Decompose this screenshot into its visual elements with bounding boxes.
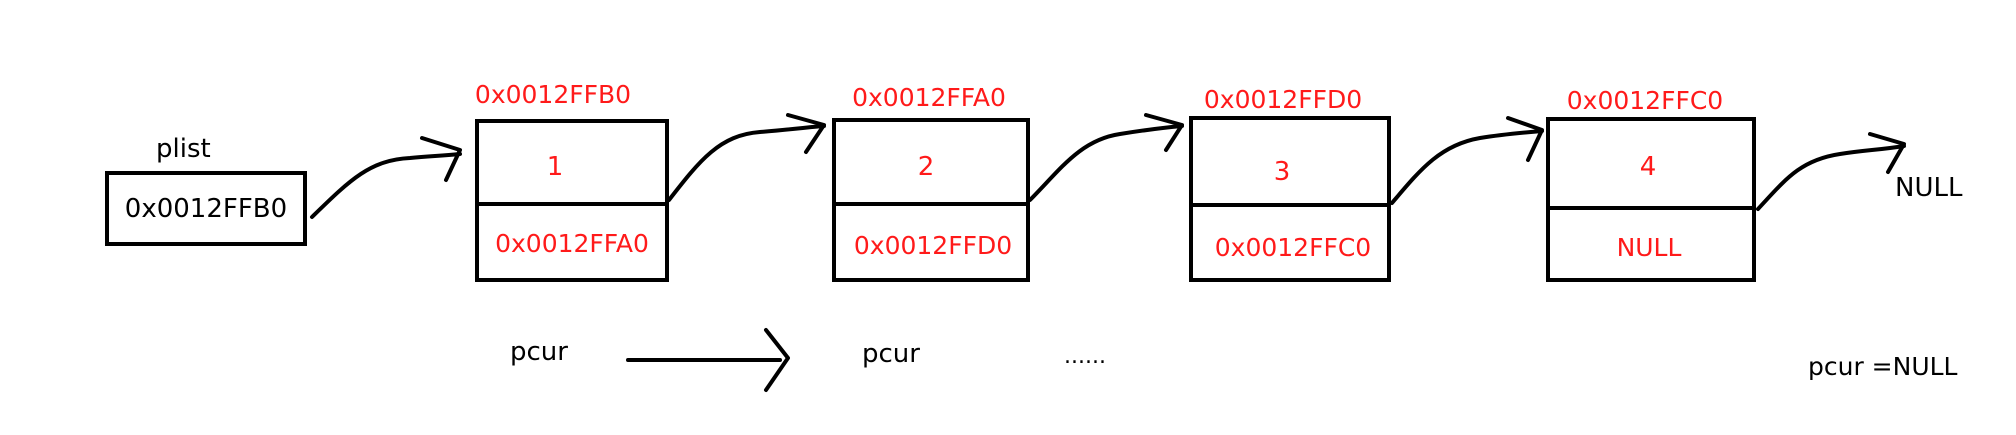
- arrowhead-node-3-to-node-4: [1506, 116, 1544, 162]
- arrowhead-node-4-to-null: [1868, 132, 1906, 174]
- null-terminal-label: NULL: [1895, 173, 1963, 203]
- list-node-2: 0x0012FFA0 2 0x0012FFD0: [832, 83, 1030, 282]
- arrow-node-2-to-node-3: [1028, 124, 1184, 202]
- node-1-next: 0x0012FFA0: [495, 229, 649, 258]
- list-node-1: 0x0012FFB0 1 0x0012FFA0: [475, 80, 669, 282]
- pcur-start-label: pcur: [510, 337, 568, 367]
- plist-value: 0x0012FFB0: [125, 194, 287, 224]
- node-2-address: 0x0012FFA0: [852, 83, 1006, 112]
- node-2-next: 0x0012FFD0: [854, 231, 1012, 260]
- plist-label: plist: [156, 134, 211, 164]
- traversal-arrowhead: [764, 328, 790, 392]
- arrowhead-node-1-to-node-2: [786, 113, 826, 154]
- pcur-null-label: pcur =NULL: [1808, 352, 1958, 381]
- arrowhead-plist-to-node-1: [420, 136, 462, 182]
- node-3-box: [1189, 116, 1391, 282]
- node-4-address: 0x0012FFC0: [1567, 86, 1723, 115]
- node-4-box: [1546, 117, 1756, 282]
- node-4-data: 4: [1640, 152, 1657, 182]
- arrow-plist-to-node-1: [310, 152, 462, 219]
- ellipsis-label: ......: [1064, 344, 1106, 369]
- node-2-data: 2: [918, 152, 935, 182]
- node-3-next: 0x0012FFC0: [1215, 233, 1371, 262]
- plist-box: [105, 171, 307, 246]
- node-1-address: 0x0012FFB0: [475, 80, 631, 109]
- arrow-node-4-to-null: [1756, 144, 1906, 211]
- node-1-box: [475, 119, 669, 282]
- list-node-3: 0x0012FFD0 3 0x0012FFC0: [1189, 85, 1391, 282]
- arrow-node-1-to-node-2: [667, 124, 826, 202]
- node-3-address: 0x0012FFD0: [1204, 85, 1362, 114]
- arrowhead-node-2-to-node-3: [1144, 113, 1184, 152]
- node-1-data: 1: [547, 152, 564, 182]
- node-4-next: NULL: [1617, 233, 1682, 262]
- node-3-data: 3: [1274, 157, 1291, 187]
- pcur-next-label: pcur: [862, 339, 920, 369]
- list-node-4: 0x0012FFC0 4 NULL: [1546, 86, 1756, 282]
- arrow-node-3-to-node-4: [1390, 129, 1544, 205]
